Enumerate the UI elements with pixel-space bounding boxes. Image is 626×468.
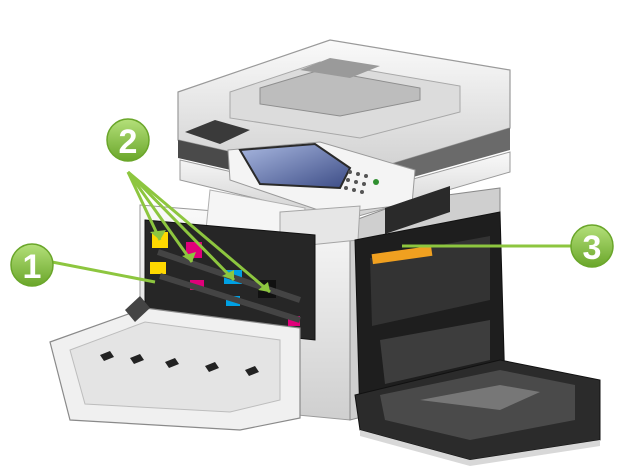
callout-2-label: 2 [119,123,138,161]
callout-1: 1 [10,243,54,287]
leader-line-2c [126,170,236,282]
leader-arrows [150,230,270,292]
leader-line-2d [127,170,271,294]
leader-line-1 [51,260,156,284]
callout-3: 3 [570,224,614,268]
callout-2: 2 [106,118,150,162]
callout-1-label: 1 [23,248,42,286]
leader-line-2b [126,171,194,263]
touchscreen-icon [238,142,352,190]
fuser-tab [371,245,433,265]
right-door [354,359,601,466]
front-door [49,296,301,431]
leader-lines [51,170,572,294]
keypad-icon [344,170,379,194]
leader-line-2a [126,171,162,241]
callout-3-label: 3 [583,229,602,267]
